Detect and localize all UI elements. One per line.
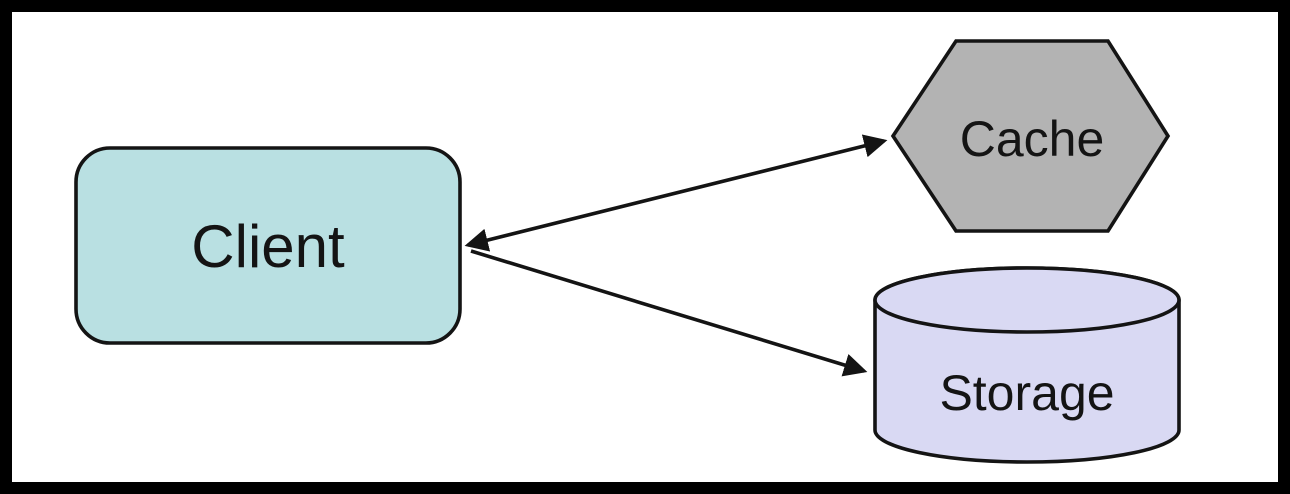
- node-client: Client: [74, 146, 462, 345]
- edge-client-storage: [470, 249, 868, 377]
- node-storage: Storage: [873, 266, 1181, 464]
- node-cache-label: Cache: [960, 111, 1105, 167]
- node-client-label: Client: [191, 213, 345, 280]
- edge-client-cache: [464, 134, 888, 252]
- node-cache: Cache: [890, 39, 1171, 233]
- storage-shape-top: [873, 266, 1181, 334]
- cache-shape: [890, 39, 1171, 233]
- client-shape: [74, 146, 462, 345]
- node-storage-label: Storage: [939, 365, 1114, 421]
